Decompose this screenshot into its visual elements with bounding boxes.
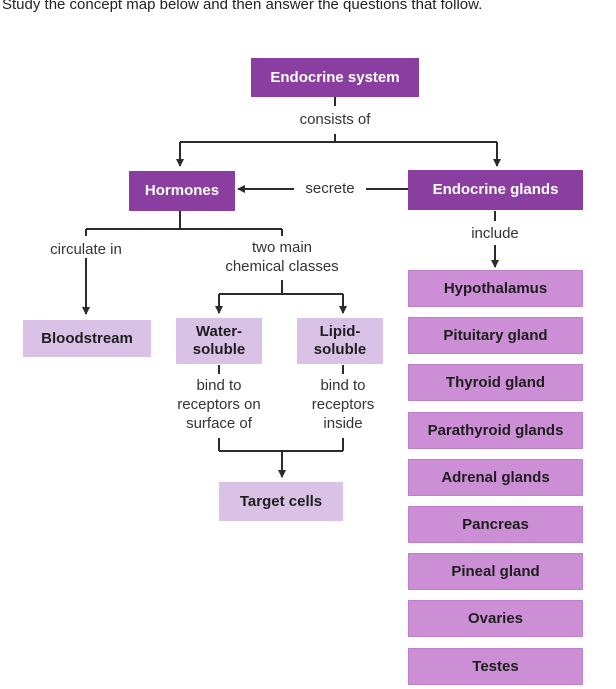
- link-bind-inside: bind to receptors inside: [311, 377, 375, 432]
- gland-item: Pituitary gland: [408, 317, 583, 354]
- node-endocrine-glands: Endocrine glands: [408, 170, 583, 210]
- gland-item: Pineal gland: [408, 553, 583, 590]
- node-endocrine-system: Endocrine system: [251, 58, 419, 97]
- node-hormones: Hormones: [129, 171, 235, 211]
- gland-item: Ovaries: [408, 600, 583, 637]
- link-consists-of: consists of: [299, 111, 371, 128]
- gland-item: Testes: [408, 648, 583, 685]
- gland-item: Pancreas: [408, 506, 583, 543]
- node-target-cells: Target cells: [219, 482, 343, 521]
- gland-item: Thyroid gland: [408, 364, 583, 401]
- link-circulate-in: circulate in: [50, 241, 122, 258]
- link-include: include: [471, 225, 519, 242]
- link-secrete: secrete: [305, 180, 355, 197]
- gland-item: Adrenal glands: [408, 459, 583, 496]
- node-bloodstream: Bloodstream: [23, 320, 151, 357]
- gland-item: Hypothalamus: [408, 270, 583, 307]
- node-lipid-soluble: Lipid- soluble: [297, 318, 383, 364]
- link-bind-surface: bind to receptors on surface of: [177, 377, 261, 432]
- instruction-text: Study the concept map below and then ans…: [2, 0, 483, 13]
- node-water-soluble: Water- soluble: [176, 318, 262, 364]
- link-two-main-classes: two main chemical classes: [225, 239, 339, 275]
- gland-item: Parathyroid glands: [408, 412, 583, 449]
